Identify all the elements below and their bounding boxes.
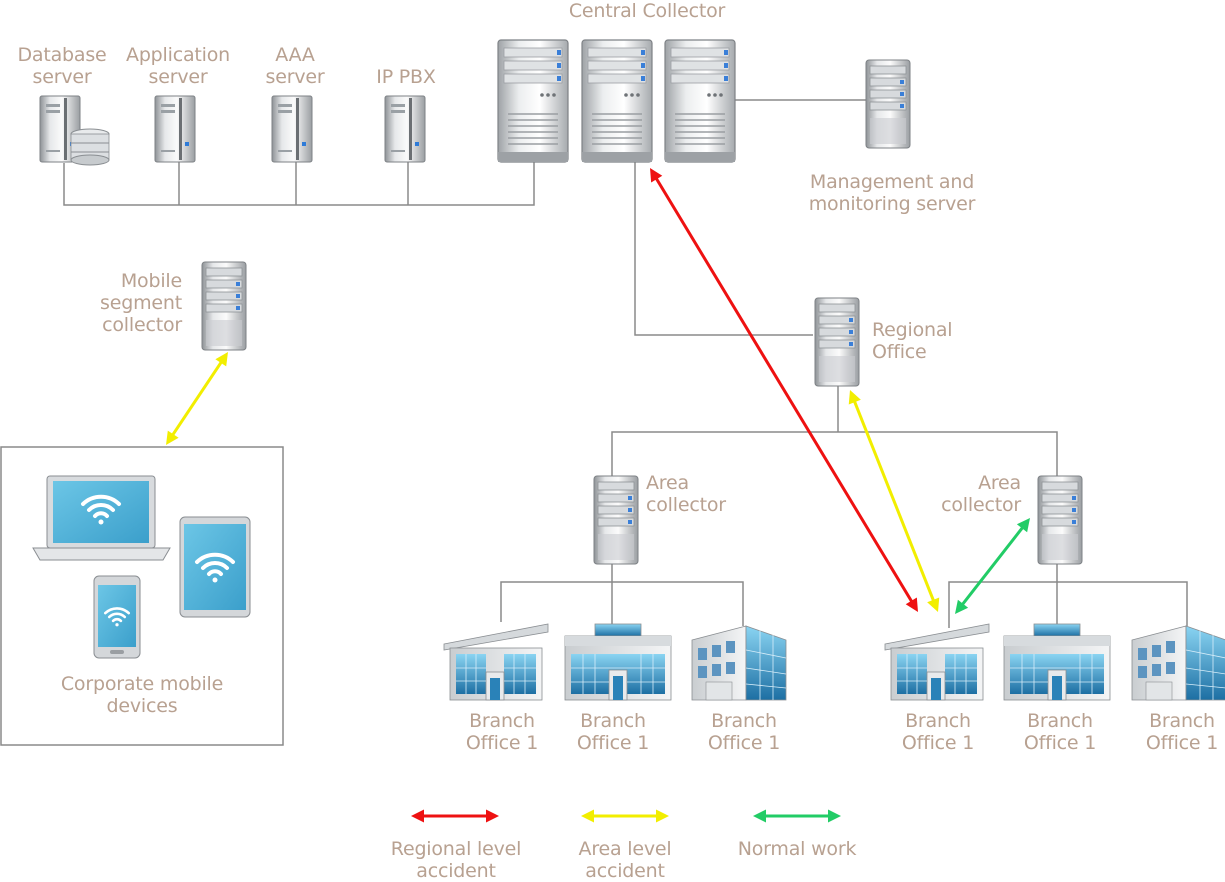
database-server-icon — [39, 95, 110, 166]
branch-building-icon — [691, 625, 787, 701]
branch-building-icon — [884, 623, 990, 701]
area-collector-right-icon — [1037, 475, 1083, 565]
legend-arrow-2 — [753, 809, 841, 823]
mobile-area-accident-arrow — [166, 352, 228, 445]
legend-arrow-1 — [581, 809, 669, 823]
ip-pbx-label: IP PBX — [376, 66, 436, 88]
mobile-collector-icon — [201, 261, 247, 351]
legend-arrows — [411, 809, 841, 823]
legend-normal-label: Normal work — [737, 838, 857, 860]
branch-building-icon — [1131, 625, 1225, 701]
central-collector-icon — [497, 39, 736, 163]
legend-arrow-0 — [411, 809, 499, 823]
normal-work-arrow — [955, 518, 1030, 614]
branch-building-icon — [564, 623, 672, 701]
central-collector-label: Central Collector — [568, 0, 726, 22]
branch-building-icon — [1003, 623, 1111, 701]
branch-building-icon — [443, 623, 549, 701]
phone-icon — [93, 575, 141, 659]
flow-arrows — [166, 168, 1030, 614]
corporate-devices-box — [0, 446, 284, 746]
regional-office-server-icon — [814, 297, 860, 387]
area-accident-arrow — [848, 390, 940, 612]
application-server-icon — [154, 95, 196, 163]
top-lan-bus — [63, 99, 866, 336]
tablet-icon — [179, 516, 251, 618]
laptop-icon — [32, 475, 171, 561]
ip-pbx-icon — [384, 95, 426, 163]
aaa-server-icon — [271, 95, 313, 163]
management-server-icon — [865, 59, 911, 149]
area-collector-left-icon — [593, 475, 639, 565]
regional-accident-arrow — [650, 168, 918, 612]
regional-tree-lines — [500, 386, 1188, 628]
